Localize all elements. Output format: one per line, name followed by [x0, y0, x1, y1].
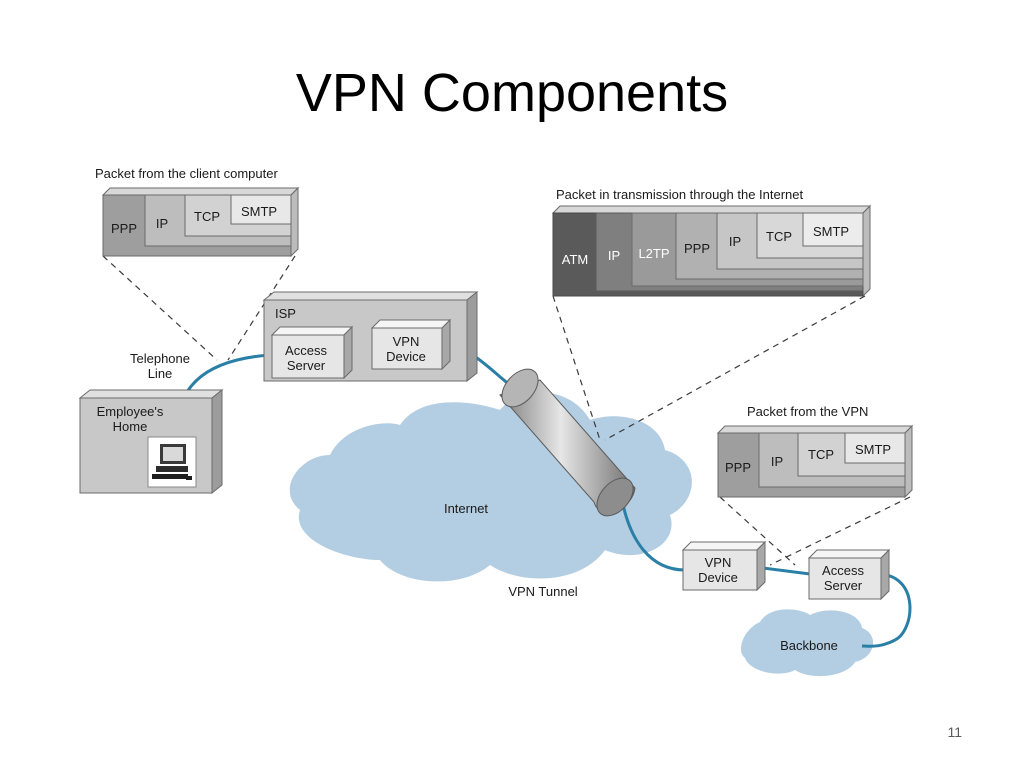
employee-home-line2: Home — [113, 419, 148, 434]
vpn-tunnel-cylinder — [499, 368, 636, 517]
remote-vpn-device-line1: VPN — [705, 555, 732, 570]
telephone-line-label-2: Line — [148, 366, 173, 381]
remote-access-server-box — [807, 548, 891, 601]
packet-vpn-layer-ip: IP — [771, 454, 783, 469]
slide-title: VPN Components — [295, 63, 729, 123]
internet-label: Internet — [444, 501, 488, 516]
packet-vpn-layer-ppp: PPP — [725, 460, 751, 475]
packet-client-layer-tcp: TCP — [194, 209, 220, 224]
packet-internet-layer-smtp: SMTP — [813, 224, 849, 239]
packet-client-stack — [101, 186, 300, 258]
backbone-cloud — [740, 609, 874, 677]
packet-vpn-stack — [716, 424, 914, 499]
packet-client-layer-ip: IP — [156, 216, 168, 231]
packet-vpn-layer-tcp: TCP — [808, 447, 834, 462]
packet-internet-layer-ppp: PPP — [684, 241, 710, 256]
packet-client-layer-smtp: SMTP — [241, 204, 277, 219]
isp-label: ISP — [275, 306, 296, 321]
packet-client-caption: Packet from the client computer — [95, 166, 278, 181]
backbone-label: Backbone — [780, 638, 838, 653]
isp-access-server-line2: Server — [287, 358, 326, 373]
packet-internet-caption: Packet in transmission through the Inter… — [556, 187, 804, 202]
remote-access-server-line2: Server — [824, 578, 863, 593]
packet-client-layer-ppp: PPP — [111, 221, 137, 236]
packet-internet-layer-ip: IP — [608, 248, 620, 263]
computer-icon — [152, 444, 192, 480]
packet-vpn-layer-smtp: SMTP — [855, 442, 891, 457]
remote-vpn-device-line2: Device — [698, 570, 738, 585]
packet-vpn-caption: Packet from the VPN — [747, 404, 868, 419]
packet-internet-layer-l2tp: L2TP — [638, 246, 669, 261]
vpn-tunnel-label: VPN Tunnel — [508, 584, 577, 599]
telephone-line-label-1: Telephone — [130, 351, 190, 366]
remote-vpn-device-box — [681, 540, 767, 592]
packet-callout-lines — [102, 255, 911, 566]
isp-vpn-device-line1: VPN — [393, 334, 420, 349]
isp-vpn-device-box — [370, 318, 452, 371]
isp-access-server-line1: Access — [285, 343, 327, 358]
isp-vpn-device-line2: Device — [386, 349, 426, 364]
packet-internet-layer-atm: ATM — [562, 252, 588, 267]
packet-internet-layer-ip2: IP — [729, 234, 741, 249]
isp-access-server-box — [270, 325, 354, 380]
packet-internet-layer-tcp: TCP — [766, 229, 792, 244]
employee-home-line1: Employee's — [97, 404, 164, 419]
page-number: 11 — [947, 724, 962, 740]
remote-access-server-line1: Access — [822, 563, 864, 578]
packet-internet-stack — [551, 204, 872, 298]
